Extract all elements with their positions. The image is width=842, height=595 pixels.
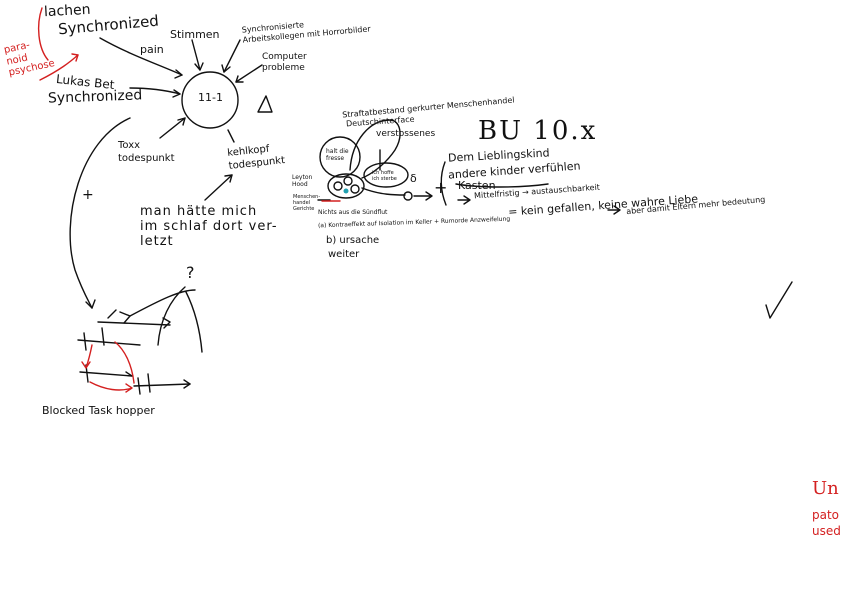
note-stimmen: Stimmen [170,28,220,41]
hopper-line-1 [77,339,141,346]
note-unrelated-red: Un [812,478,839,499]
note-halt-die-fresse: halt die fresse [326,148,349,163]
note-lachen: lachen [43,1,91,21]
arrow-colleagues [223,39,241,73]
note-verstossenes: verstossenes [376,129,436,139]
note-bu10x: BU 10.x [478,116,598,146]
node-cluster [327,173,365,199]
note-man-haette: man hätte mich im schlaf dort ver- letzt [140,204,278,249]
arrow-pain [99,37,183,76]
note-question: ? [186,263,195,282]
note-sigma-symbol: δ [410,172,417,185]
note-center-symbol: 11-1 [198,91,223,104]
note-b-ursache: b) ursache [326,235,380,246]
note-kasten: Kasten [458,179,496,192]
note-synchronized-mid: Synchronized [47,87,143,107]
note-plus-left: + [82,187,94,203]
triangle-shape [257,95,273,113]
note-toxx: Toxx todespunkt [118,140,175,164]
note-blocked-task-hopper: Blocked Task hopper [42,404,155,417]
note-leyton-hood: Leyton Hood [292,174,313,189]
note-nichts-aus: Nichts aus die Sündflut [318,209,388,216]
arrow-computer [235,64,263,83]
hopper-line-2 [79,371,133,377]
note-weiter: weiter [328,249,360,260]
hopper-line-3 [133,383,191,387]
check-mark [765,281,793,319]
note-pato-used: pato used [812,508,841,538]
arrow-lukas [129,87,181,95]
arrow-stimmen [191,39,201,71]
arrow-toxx [159,117,186,139]
arrow-kehlkopf [227,129,235,143]
note-ich-hoffe: ich hoffe ich sterbe [372,170,397,182]
arrow-man-haette [204,174,233,201]
note-menschenhandel-gerichte: Menschen- handel Gerichte [293,194,321,212]
note-computer-probleme: Computer probleme [262,52,307,73]
note-pain: pain [140,43,164,56]
bracket [440,161,447,206]
note-plus-mid: + [434,178,448,197]
arrow-to-hopper [69,117,131,309]
center-circle [181,71,239,129]
red-bracket [37,7,49,61]
teal-dot [343,188,349,194]
